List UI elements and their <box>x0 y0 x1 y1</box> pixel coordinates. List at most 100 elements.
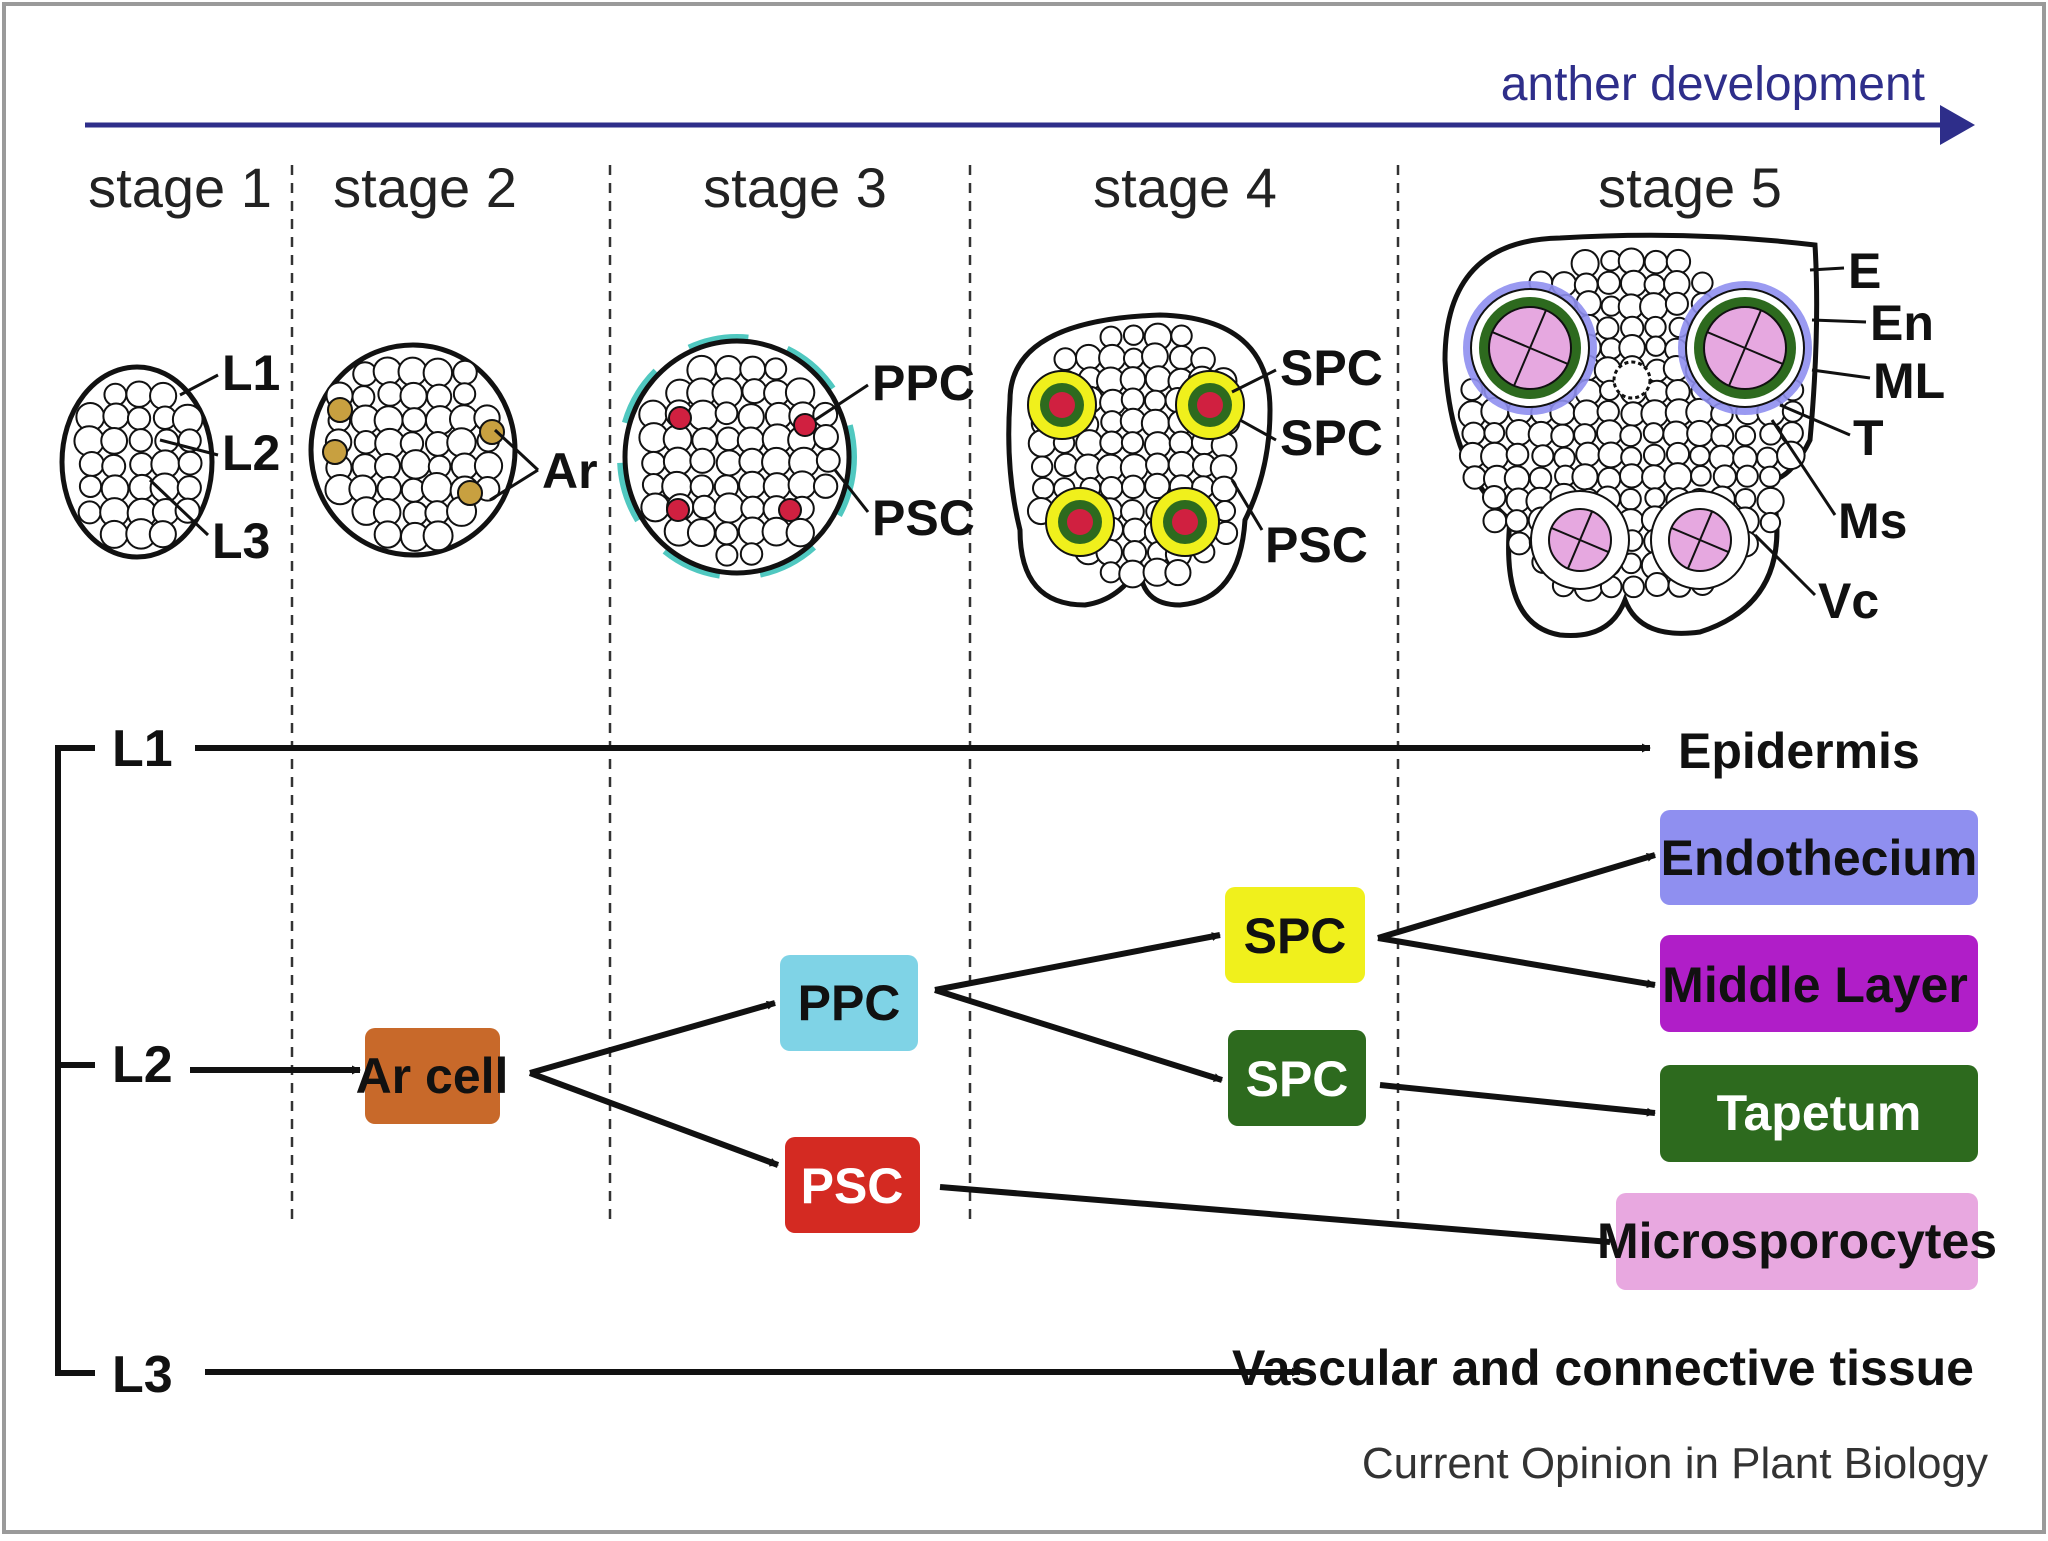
stage5-cell <box>1597 441 1625 469</box>
locule-upper-right-cell-wall <box>1744 347 1784 365</box>
outcome-tapetum-label: Tapetum <box>1717 1085 1922 1141</box>
stage4-cell <box>1170 324 1193 348</box>
stage4-cell <box>1099 476 1124 501</box>
stage5-cell <box>1645 335 1667 357</box>
stage-label-3: stage 3 <box>703 156 887 219</box>
stage4-cross-section <box>1006 312 1273 608</box>
locule-upper-right-cell-wall <box>1744 309 1762 349</box>
stage3-cell <box>689 474 715 499</box>
arrow-ppc-to-spc-outer <box>934 932 1221 993</box>
stage5-cell <box>1622 575 1645 599</box>
stage2-cell <box>422 357 454 389</box>
stage1-cell <box>103 382 128 407</box>
outcome-epidermis: Epidermis <box>1678 723 1920 779</box>
stage1-cell <box>148 520 177 549</box>
stage2-cell <box>452 359 478 386</box>
stage5-cell <box>1617 247 1645 275</box>
stage4-cell <box>1099 561 1122 584</box>
outcome-endothecium-box <box>1660 810 1978 905</box>
vascular-bundle <box>1612 360 1652 400</box>
stage2-cell <box>374 452 401 480</box>
psc-cell <box>666 498 690 522</box>
stage2-cell <box>400 449 432 480</box>
stage4-cell <box>1143 389 1167 413</box>
stage4-cell <box>1053 347 1078 371</box>
node-psc-label: PSC <box>801 1158 904 1214</box>
stage5-cell <box>1462 465 1488 490</box>
stage5-cell <box>1596 270 1621 295</box>
arrow-ar-cell-to-psc <box>528 1070 780 1168</box>
stage5-cell <box>1619 269 1648 298</box>
stage1-cell <box>128 428 153 453</box>
stage5-label-ml: ML <box>1873 353 1945 409</box>
stage5-cell <box>1503 465 1531 492</box>
stage4-cell <box>1118 559 1147 589</box>
stage2-cell <box>422 520 454 552</box>
locule-upper-left-cell-wall <box>1513 347 1531 387</box>
stage4-cell <box>1122 347 1145 370</box>
stage4-cell <box>1032 476 1055 500</box>
stage3-cell <box>689 447 716 474</box>
stage2-cell <box>353 430 379 455</box>
stage1-cell <box>176 475 202 501</box>
stage4-cell <box>1099 430 1124 456</box>
stage5-cell <box>1644 487 1666 509</box>
stage4-cell <box>1122 517 1148 544</box>
stage5-cell <box>1735 464 1759 488</box>
stage5-cross-section <box>1442 232 1820 639</box>
stage5-cell <box>1482 508 1508 534</box>
label-leader-lines <box>148 266 1871 597</box>
node-spc-outer-label: SPC <box>1244 908 1347 964</box>
stage1-cross-section <box>59 364 215 560</box>
stage5-cell <box>1691 271 1714 295</box>
stage5-label-e: E <box>1848 243 1881 299</box>
stage1-label-l2: L2 <box>222 425 280 481</box>
stage5-cell <box>1776 440 1806 471</box>
stage4-cell <box>1144 365 1173 393</box>
stage1-cell <box>78 474 103 498</box>
stage5-cell <box>1619 488 1642 511</box>
stage3-cell <box>738 470 767 500</box>
stage5-cell <box>1481 484 1507 510</box>
stage2-cell <box>397 356 428 387</box>
node-ppc-label: PPC <box>798 975 901 1031</box>
stage5-cell <box>1505 418 1533 447</box>
psc-cell <box>1049 392 1075 418</box>
stage5-cell <box>1642 443 1666 467</box>
stage-label-4: stage 4 <box>1093 156 1277 219</box>
cross-section-labels: L1 L2 L3 Ar PPC PSC SPC SPC PSC E En ML … <box>212 243 1945 629</box>
stage4-label-spc-1: SPC <box>1280 340 1383 396</box>
stage-label-1: stage 1 <box>88 156 272 219</box>
stage1-cell <box>149 472 180 503</box>
stage1-cell <box>149 381 178 410</box>
psc-cell <box>1197 392 1223 418</box>
stage5-cell <box>1531 444 1555 468</box>
stage5-cell <box>1644 572 1670 597</box>
stage3-cell <box>815 447 841 473</box>
stage3-cell <box>738 447 766 476</box>
stage3-cell <box>812 424 839 451</box>
stage2-cell <box>401 407 427 433</box>
stage1-cell <box>100 426 129 455</box>
locule-lower-right-cell-wall <box>1687 539 1701 569</box>
stage1-cell <box>78 451 105 477</box>
psc-cell <box>668 406 692 430</box>
stage5-cell <box>1461 421 1486 446</box>
stage3-cell <box>713 492 745 524</box>
stage4-cell <box>1120 387 1145 412</box>
stage4-cell <box>1141 342 1169 371</box>
locule-lower-right-cell-wall <box>1699 511 1713 541</box>
stage5-cell <box>1665 248 1692 275</box>
stage5-cell <box>1759 511 1782 534</box>
stage1-cell <box>101 453 127 479</box>
stage3-cell <box>641 450 666 476</box>
arrow-spc-outer-to-endothecium <box>1377 852 1656 941</box>
archesporial-cell <box>457 480 483 506</box>
stage5-cell <box>1642 422 1665 444</box>
locule-lower-left-cell-wall <box>1579 511 1593 541</box>
archesporial-cell <box>322 439 348 465</box>
cross-sections <box>59 232 1820 639</box>
stage4-label-spc-2: SPC <box>1280 410 1383 466</box>
stage3-cell <box>715 449 743 477</box>
